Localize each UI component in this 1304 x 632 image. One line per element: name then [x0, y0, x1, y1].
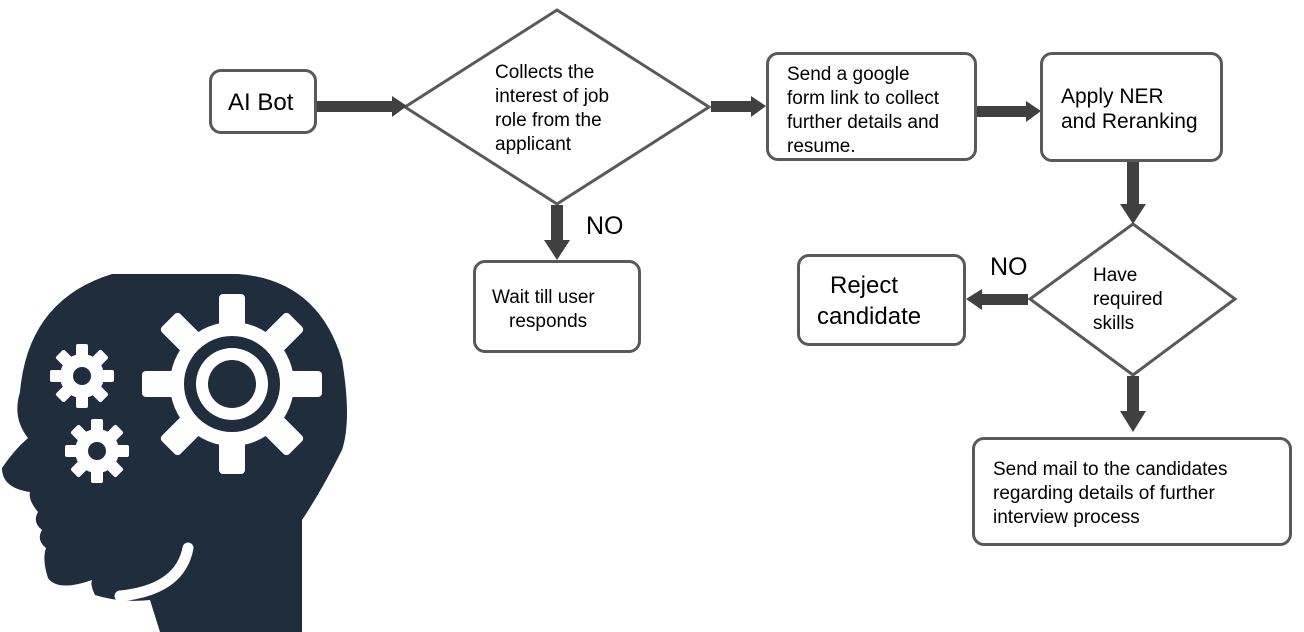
send-form-text: Send a google form link to collect furth…	[787, 64, 940, 157]
arrow-skills-to-mail	[1120, 376, 1146, 432]
collect-interest-text: Collects the interest of job role from t…	[495, 62, 610, 155]
no-label-reject: NO	[990, 253, 1028, 281]
send-form-node: Send a google form link to collect furth…	[766, 52, 977, 161]
ner-node: Apply NER and Reranking	[1040, 52, 1223, 162]
diamond-skills-check	[1027, 222, 1238, 377]
arrow-collect-to-form	[711, 96, 766, 117]
diamond-collect-interest	[402, 8, 712, 206]
arrow-skills-to-reject	[966, 289, 1028, 310]
ner-text: Apply NER and Reranking	[1061, 85, 1198, 133]
start-node: AI Bot	[209, 69, 317, 134]
arrow-collect-to-wait	[544, 205, 570, 260]
send-mail-node: Send mail to the candidates regarding de…	[972, 437, 1292, 546]
start-label: AI Bot	[228, 89, 294, 116]
no-label-wait: NO	[586, 212, 624, 240]
arrow-bot-to-collect	[316, 96, 407, 117]
send-mail-text: Send mail to the candidates regarding de…	[993, 459, 1228, 528]
arrow-ner-to-skills	[1120, 161, 1146, 224]
reject-node: Reject candidate	[797, 254, 966, 346]
wait-node: Wait till user responds	[473, 260, 641, 353]
arrow-form-to-ner	[976, 101, 1041, 122]
skills-check-text: Have required skills	[1093, 265, 1163, 334]
head-with-gears-icon	[2, 274, 347, 632]
